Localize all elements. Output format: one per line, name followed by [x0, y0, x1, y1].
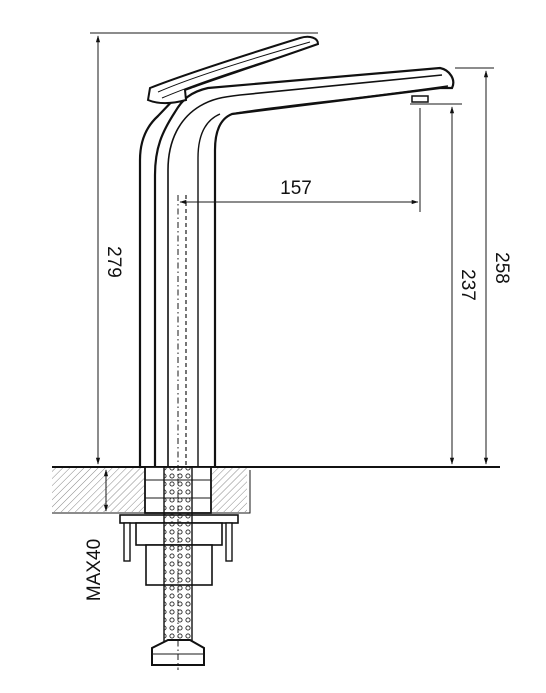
faucet-body-outer — [138, 87, 182, 467]
faucet-body-front — [153, 66, 455, 467]
dimension-label-237: 237 — [457, 269, 478, 301]
countertop — [52, 466, 500, 514]
countertop-hatch-right — [212, 468, 247, 512]
dimension-spout-height: 237 — [410, 103, 478, 465]
dimension-label-max40: MAX40 — [84, 539, 105, 601]
aerator — [411, 95, 429, 103]
dimension-spout-top-height: 258 — [455, 67, 512, 465]
spout-underside — [231, 85, 449, 115]
stud-left — [123, 522, 131, 562]
lever-handle — [146, 35, 320, 104]
stud-right — [225, 522, 233, 562]
lever-handle-detail — [157, 41, 311, 99]
faucet-body-ridge — [197, 113, 221, 467]
dimension-label-258: 258 — [491, 252, 512, 284]
countertop-hatch-left — [52, 468, 144, 512]
faucet-body-inner — [167, 74, 443, 467]
dimension-total-height: 279 — [90, 32, 318, 465]
dimension-label-157: 157 — [280, 178, 312, 199]
dimension-reach: 157 — [179, 108, 421, 212]
faucet-body — [138, 66, 455, 467]
hose-connector — [151, 639, 205, 666]
dimension-label-279: 279 — [103, 246, 124, 278]
dimension-counter-thickness: MAX40 — [84, 469, 145, 601]
